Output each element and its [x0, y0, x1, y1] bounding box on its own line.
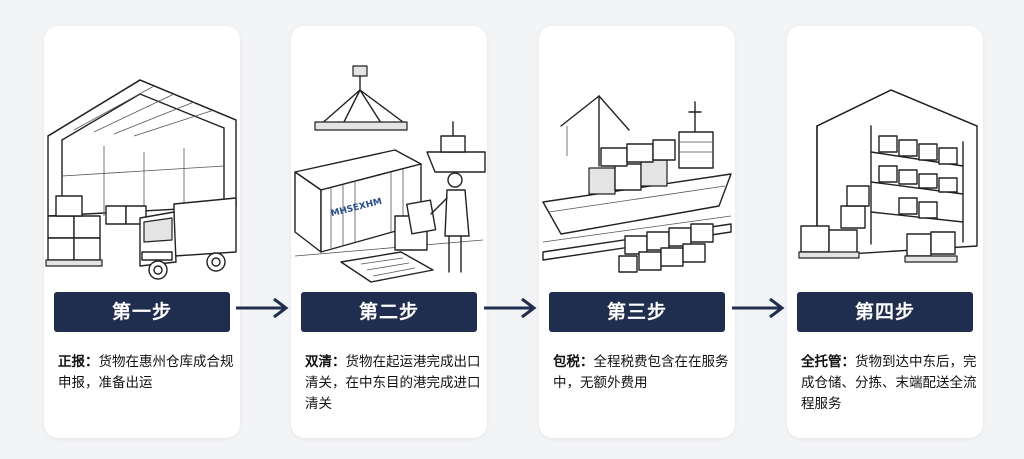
arrow-right-icon	[732, 297, 785, 319]
step-label: 第一步	[54, 292, 230, 332]
step-desc-text: 货物到达中东后，完成仓储、分拣、末端配送全流程服务	[801, 354, 977, 412]
step-description: 正报：货物在惠州仓库成合规申报，准备出运	[58, 352, 234, 394]
container-customs-icon: MHSEXHM	[294, 65, 486, 283]
step-card-3: 第三步 包税：全程税费包含在在服务中，无额外费用	[539, 26, 735, 438]
step-card-4: 第四步 全托管：货物到达中东后，完成仓储、分拣、末端配送全流程服务	[787, 26, 983, 438]
step-desc-bold: 双清：	[305, 354, 346, 370]
step-card-2: MHSEXHM 第二步 双清：货物在起运港完成出口清关，在中东目的港完成进口清关	[291, 26, 487, 438]
step-desc-bold: 正报：	[58, 354, 99, 370]
step-label: 第三步	[549, 292, 725, 332]
storage-shelves-icon	[798, 89, 978, 263]
warehouse-truck-icon	[45, 79, 237, 280]
step-desc-bold: 包税：	[553, 354, 594, 370]
step-card-1: 第一步 正报：货物在惠州仓库成合规申报，准备出运	[44, 26, 240, 438]
step-description: 全托管：货物到达中东后，完成仓储、分拣、末端配送全流程服务	[801, 352, 977, 415]
step-description: 双清：货物在起运港完成出口清关，在中东目的港完成进口清关	[305, 352, 481, 415]
step-desc-text: 全程税费包含在在服务中，无额外费用	[553, 354, 729, 391]
step-desc-bold: 全托管：	[801, 354, 855, 370]
step-desc-text: 货物在起运港完成出口清关，在中东目的港完成进口清关	[305, 354, 481, 412]
step-desc-text: 货物在惠州仓库成合规申报，准备出运	[58, 354, 234, 391]
step-label: 第二步	[301, 292, 477, 332]
step-label: 第四步	[797, 292, 973, 332]
arrow-right-icon	[236, 297, 289, 319]
cargo-ship-icon	[542, 95, 732, 273]
arrow-right-icon	[484, 297, 537, 319]
step-description: 包税：全程税费包含在在服务中，无额外费用	[553, 352, 729, 394]
